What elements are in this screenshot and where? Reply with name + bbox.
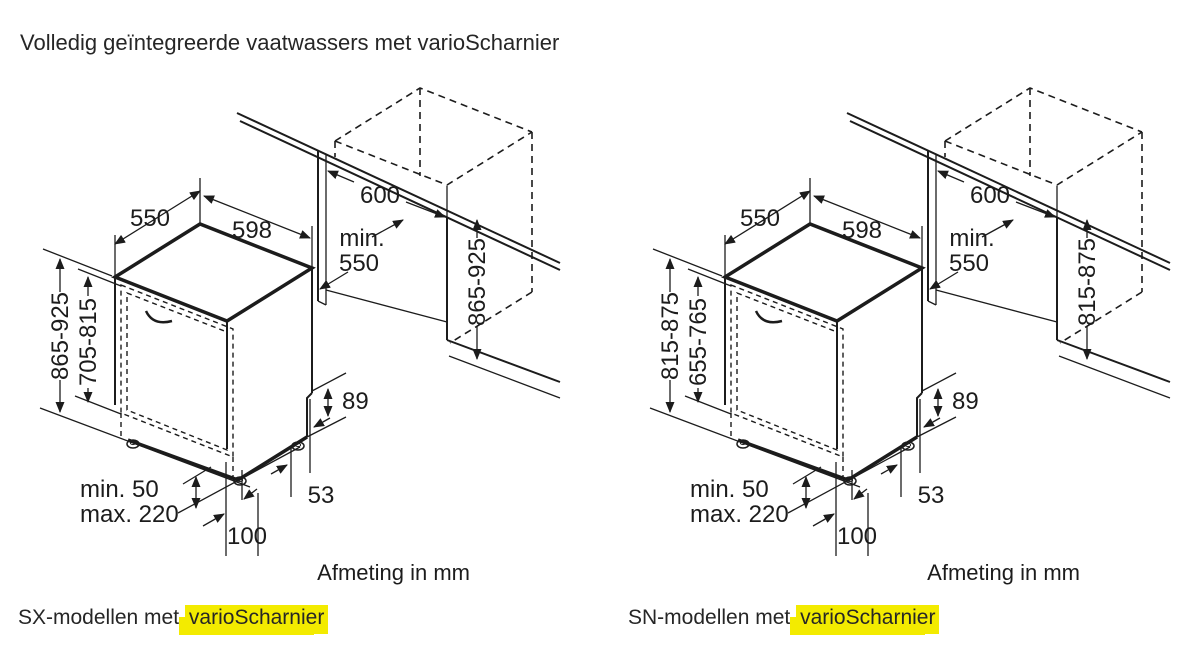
dim-height-total: 865-925 [47,292,74,380]
dim-plinth-notch: 89 [342,388,369,415]
dim-niche-width: 600 [360,182,400,209]
dim-plinth-notch: 89 [952,388,979,415]
caption-sn-models: SN-modellen met varioScharnier [628,605,940,631]
caption-highlight: varioScharnier [796,605,940,631]
dim-niche-depth-2: 550 [949,250,989,277]
dimension-labels-right: 550 598 600 min. 550 815-875 815-875 655… [657,182,1101,585]
dim-foot-rear: 53 [308,482,335,509]
dim-height-door: 705-815 [75,298,102,386]
caption-highlight: varioScharnier [184,605,329,631]
dim-top-width: 598 [232,217,272,244]
caption-text: SX-modellen met [18,606,180,629]
caption-sx-models: SX-modellen met varioScharnier [18,605,329,631]
dim-foot-front: 100 [227,523,267,550]
dim-top-depth: 550 [740,205,780,232]
caption-text: SN-modellen met [628,606,791,629]
dim-height-niche: 865-925 [464,238,491,326]
dim-adjust-1: min. 50 [690,476,769,503]
unit-label: Afmeting in mm [317,560,470,585]
dim-adjust-2: max. 220 [80,501,179,528]
dim-adjust-2: max. 220 [690,501,789,528]
dim-adjust-1: min. 50 [80,476,159,503]
unit-label: Afmeting in mm [927,560,1080,585]
dim-foot-rear: 53 [918,482,945,509]
dim-niche-depth-1: min. [949,225,994,252]
dimension-labels-left: 550 598 600 min. 550 865-925 865-925 705… [47,182,491,585]
dim-height-door: 655-765 [685,298,712,386]
dim-height-niche: 815-875 [1074,238,1101,326]
dim-height-total: 815-875 [657,292,684,380]
dim-niche-depth-1: min. [339,225,384,252]
dim-niche-width: 600 [970,182,1010,209]
dim-top-depth: 550 [130,205,170,232]
dim-foot-front: 100 [837,523,877,550]
dim-top-width: 598 [842,217,882,244]
dim-niche-depth-2: 550 [339,250,379,277]
page-title: Volledig geïntegreerde vaatwassers met v… [20,30,560,55]
